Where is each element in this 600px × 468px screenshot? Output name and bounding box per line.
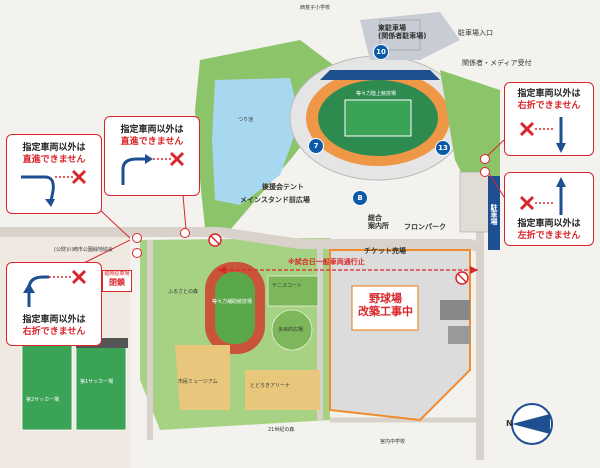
no-entry-sign [455, 271, 469, 285]
tennis-court-label: テニスコート [272, 283, 303, 289]
closed-road-notice: ※試合日一般車両通行止 [288, 258, 365, 266]
turn-arrow-icon [23, 269, 87, 307]
warning-card-right-top: 指定車両以外は 右折できません [504, 82, 594, 156]
parking-entrance-label: 駐車場入口 [458, 29, 493, 37]
compass-icon [511, 403, 553, 445]
pond [212, 78, 300, 205]
warning-card-mid-top: 指定車両以外は 直進できません [104, 116, 200, 196]
pond-label: つり池 [238, 117, 254, 123]
turn-arrow-icon [121, 151, 185, 185]
soccer-field-2-label: 第2サッカー場 [26, 397, 60, 403]
frontpark-label: フロンパーク [404, 223, 446, 231]
warning-line2: 右折できません [517, 101, 581, 111]
warning-line2: 直進できません [22, 155, 86, 165]
ball-field-label: 多目的広場 [278, 327, 304, 333]
arena-label: とどろきアリーナ [250, 383, 291, 389]
soccer-field-1 [75, 339, 127, 431]
location-pin [480, 167, 490, 177]
gate-13-badge: 13 [435, 140, 451, 156]
closure-box-top: 臨時駐車場 [104, 271, 130, 277]
gate-b-badge: B [352, 190, 368, 206]
turn-arrow-icon [519, 177, 566, 215]
reception-label: 関係者・メディア受付 [462, 59, 532, 67]
turn-arrow-icon [21, 169, 87, 207]
athletics-stadium-label: 等々力陸上競技場 [356, 91, 397, 97]
furusato-forest-label: ふるさとの森 [168, 289, 198, 295]
arena-building [245, 370, 320, 410]
warning-card-left-bottom: 指定車両以外は 右折できません [6, 262, 102, 346]
junior-high-label: 宮内中学校 [380, 439, 406, 445]
turn-arrow-icon [519, 117, 566, 153]
no-entry-sign [208, 233, 222, 247]
supporters-tent-label: 後援会テント [262, 183, 304, 191]
warning-line1: 指定車両以外は [120, 125, 184, 135]
location-pin [132, 248, 142, 258]
location-pin [480, 154, 490, 164]
gate-7-badge: 7 [308, 138, 324, 154]
location-pin [132, 233, 142, 243]
warning-line2: 直進できません [120, 137, 184, 147]
warning-card-left-top: 指定車両以外は 直進できません [6, 134, 102, 214]
kawasaki-sign-label: (公財)川崎市公園緑地協会 [54, 247, 113, 253]
ticket-office-label: チケット売場 [364, 247, 406, 255]
museum-label: 市民ミュージアム [178, 379, 218, 385]
east-parking-label: 東駐車場 (関係者駐車場) [378, 24, 427, 41]
warning-line2: 右折できません [22, 327, 86, 337]
location-pin [180, 228, 190, 238]
warning-card-right-mid: 指定車両以外は 左折できません [504, 172, 594, 246]
main-stand-plaza-label: メインスタンド前広場 [240, 196, 310, 204]
warning-line1: 指定車両以外は [22, 143, 86, 153]
baseball-construction-label: 野球場 改築工事中 [358, 292, 413, 319]
warning-line1: 指定車両以外は [517, 219, 581, 229]
warning-line1: 指定車両以外は [22, 315, 86, 325]
museum-building [175, 345, 230, 410]
closure-box: 臨時駐車場 閉鎖 [102, 270, 132, 292]
warning-line1: 指定車両以外は [517, 89, 581, 99]
warning-line2: 左折できません [517, 231, 581, 241]
south-parking-label: 駐車場 [490, 204, 498, 225]
closure-box-label: 閉鎖 [109, 278, 125, 287]
aux-track-label: 等々力補助競技場 [212, 299, 253, 305]
compass-north-label: N [506, 419, 513, 428]
gate-10-badge: 10 [373, 44, 389, 60]
info-center-label: 総合 案内所 [368, 214, 389, 231]
soccer-field-2 [21, 339, 73, 431]
soccer-field-1-label: 第1サッカー場 [80, 379, 114, 385]
forest-label: 21世紀の森 [268, 427, 295, 433]
elementary-school-label: 西荒子小学校 [300, 5, 331, 11]
